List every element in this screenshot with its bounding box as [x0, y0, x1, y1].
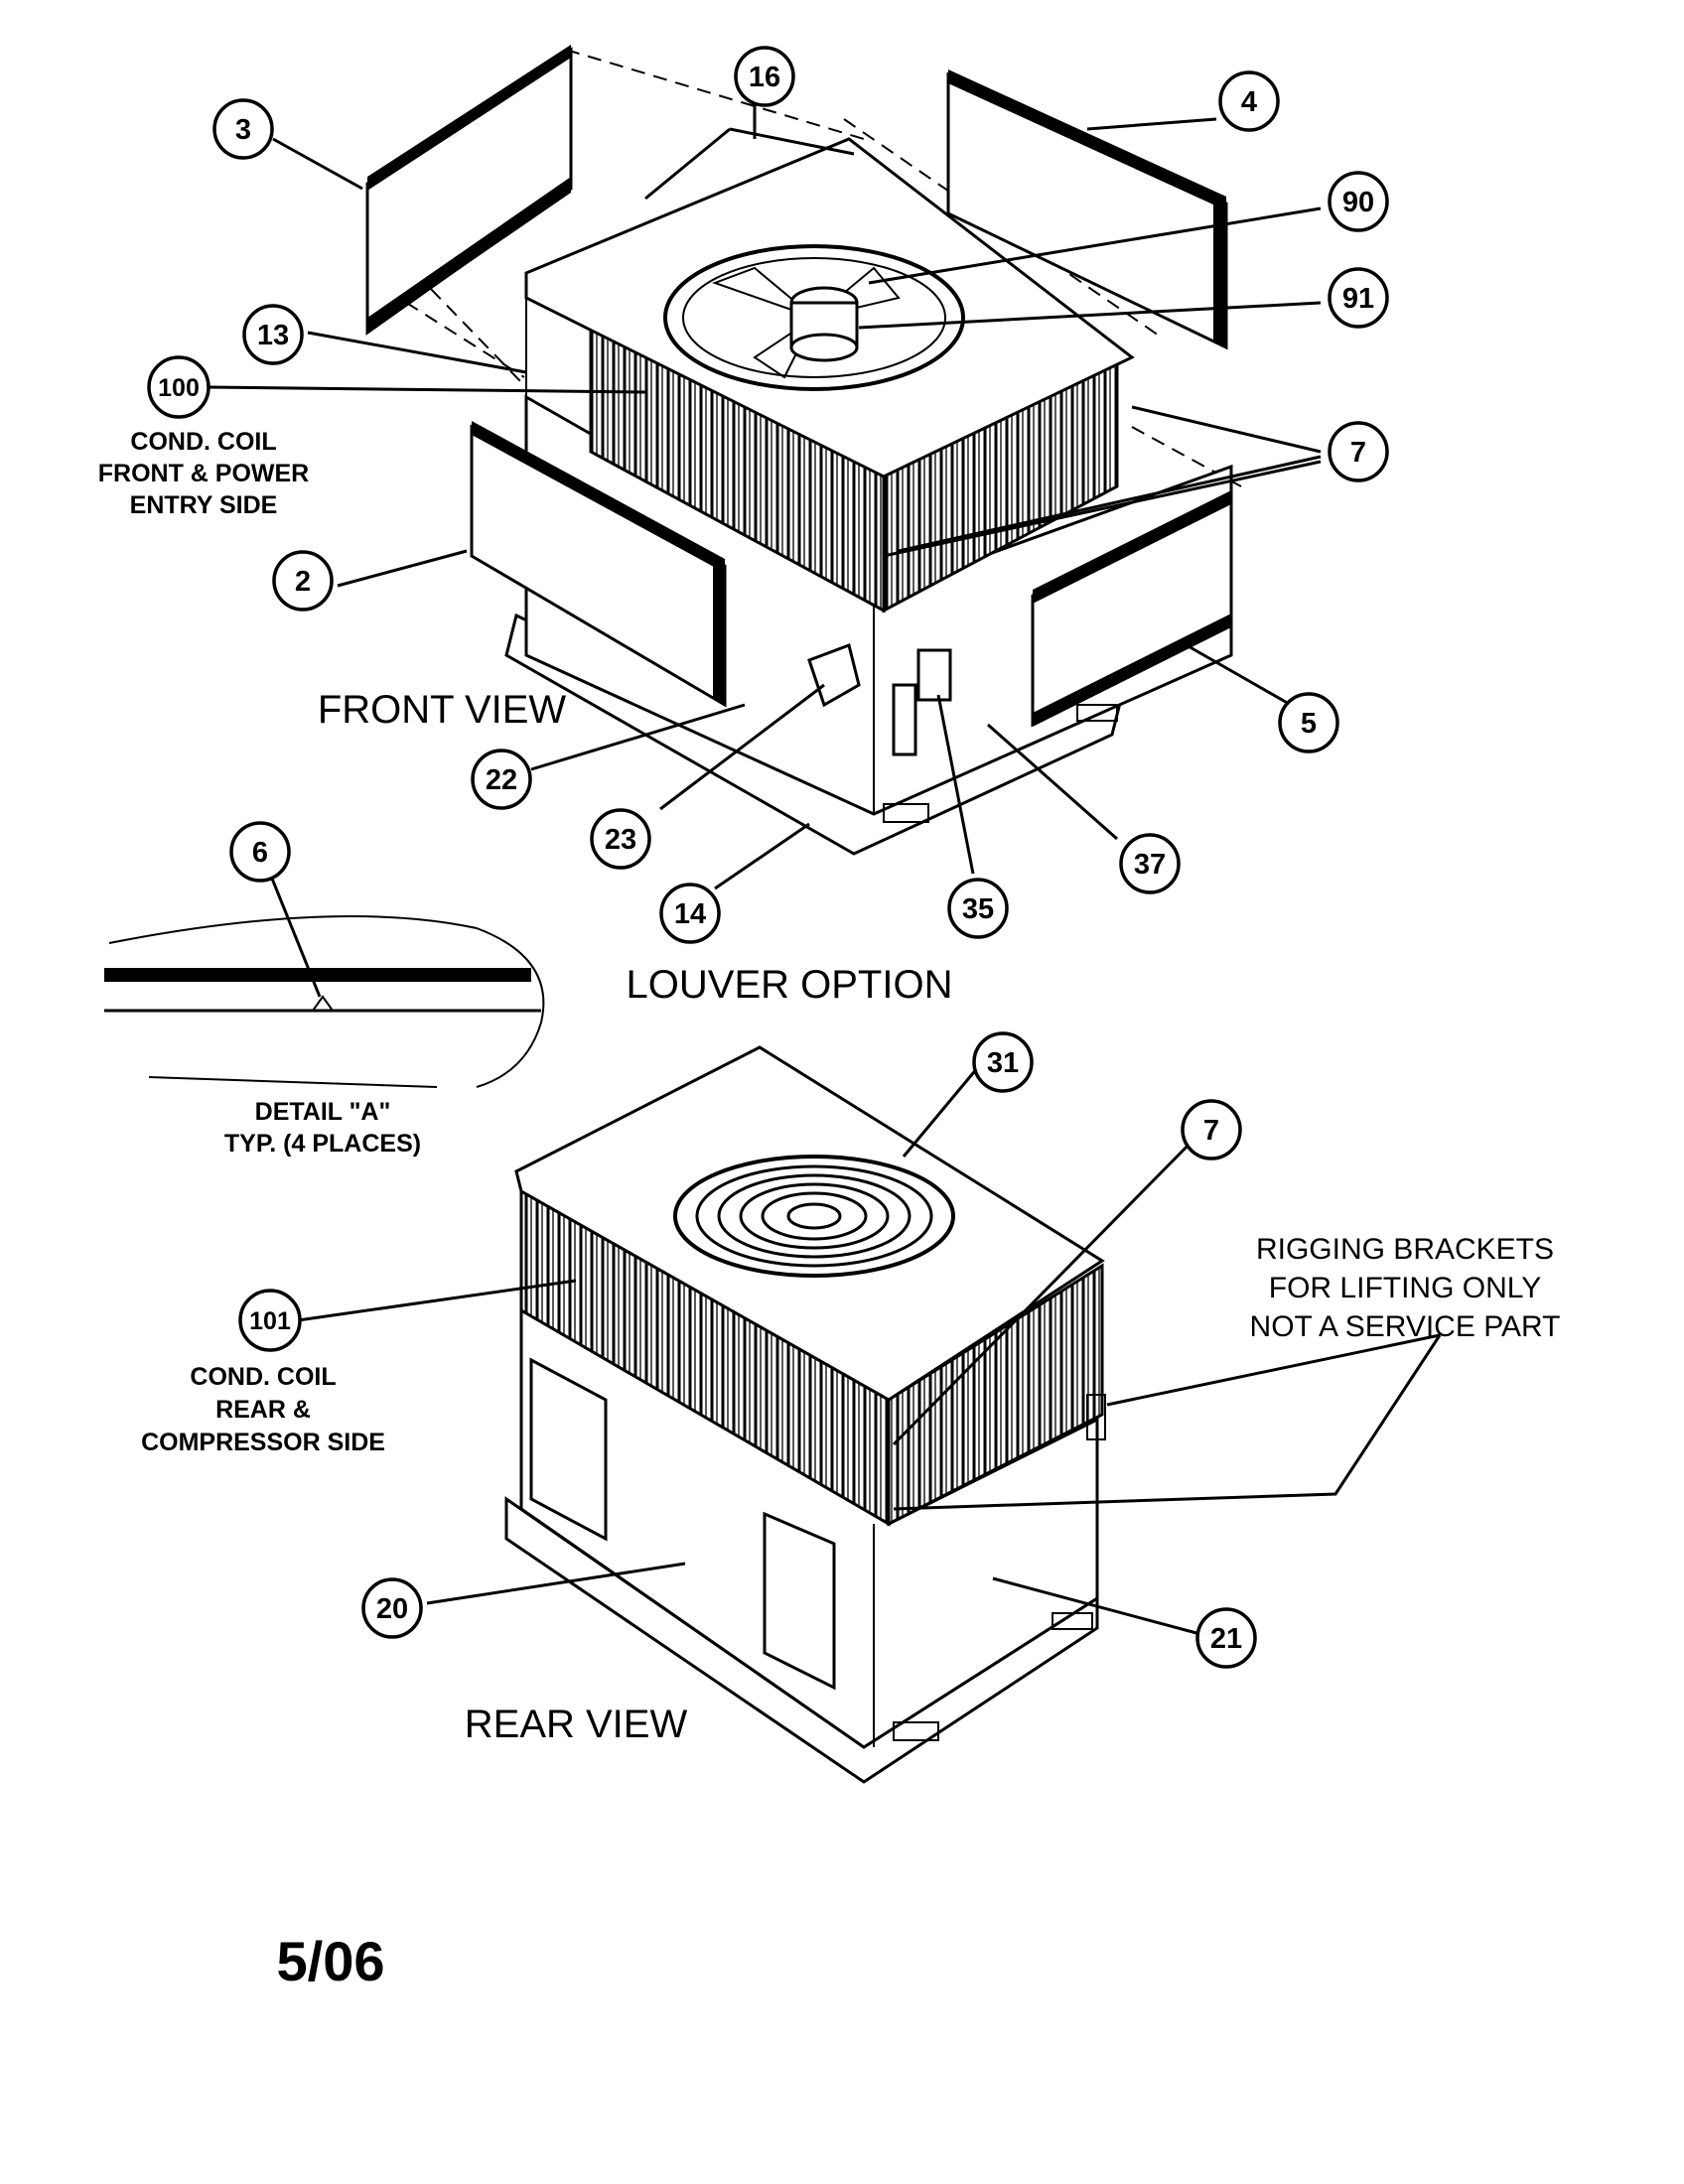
callout-number: 6 — [252, 837, 268, 869]
side-coil-face — [887, 1263, 1104, 1527]
rear-view-label: REAR VIEW — [465, 1703, 688, 1746]
callout-number: 7 — [1203, 1115, 1219, 1147]
callout-circle — [229, 821, 291, 883]
callout-circle — [1119, 833, 1181, 894]
callout-number: 3 — [235, 114, 251, 146]
revision-date: 5/06 — [277, 1930, 385, 1992]
callout-c3: 3 — [212, 98, 274, 160]
callout-c13: 13 — [242, 304, 304, 365]
control-component-35 — [916, 648, 952, 702]
callout-circle — [212, 98, 274, 160]
callout-number: 14 — [674, 898, 706, 930]
cond-coil-rear-line1: COND. COIL — [190, 1363, 336, 1391]
callout-c31: 31 — [972, 1031, 1034, 1093]
rear-view-unit — [504, 1045, 1106, 1784]
callout-c6: 6 — [229, 821, 291, 883]
front-view-label: FRONT VIEW — [318, 688, 567, 732]
rear-access-opening — [529, 1357, 608, 1542]
callout-c5: 5 — [1278, 692, 1339, 753]
callout-circle — [1218, 70, 1280, 132]
callout-number: 13 — [257, 320, 289, 351]
rigging-line1: RIGGING BRACKETS — [1256, 1233, 1554, 1266]
cond-coil-front-line2: FRONT & POWER — [98, 460, 310, 487]
callout-number: 100 — [158, 374, 200, 402]
callout-number: 90 — [1342, 187, 1374, 218]
callout-circle — [1278, 692, 1339, 753]
callout-circle — [361, 1577, 423, 1639]
callout-c14: 14 — [659, 883, 721, 944]
callout-circle — [1328, 421, 1389, 482]
detail-a-line1: DETAIL "A" — [255, 1098, 391, 1126]
cond-coil-rear-line3: COMPRESSOR SIDE — [141, 1429, 385, 1456]
callout-c16: 16 — [734, 46, 795, 107]
callout-number: 101 — [249, 1307, 291, 1335]
callouts: 3 16 4 90 91 13 100 7 2 5 22 23 14 35 37 6 31 7 101 20 21 — [147, 46, 1389, 1669]
callout-c35: 35 — [947, 878, 1009, 939]
rigging-line3: NOT A SERVICE PART — [1250, 1310, 1561, 1343]
callout-circle — [972, 1031, 1034, 1093]
louver-option-label: LOUVER OPTION — [627, 963, 953, 1007]
callout-number: 31 — [987, 1047, 1019, 1079]
callout-number: 91 — [1342, 283, 1374, 315]
callout-number: 7 — [1350, 437, 1366, 469]
rear-leaders — [297, 1066, 1442, 1635]
callout-circle — [947, 878, 1009, 939]
callout-circle — [659, 883, 721, 944]
callout-number: 5 — [1301, 708, 1317, 740]
cond-coil-front-line3: ENTRY SIDE — [130, 491, 278, 519]
callout-c100: 100 — [147, 355, 210, 419]
callout-c7a: 7 — [1328, 421, 1389, 482]
callout-number: 22 — [486, 764, 517, 796]
detail-a — [104, 868, 545, 1088]
callout-circle — [242, 304, 304, 365]
callout-c101: 101 — [238, 1289, 302, 1352]
fan-grille — [673, 1155, 955, 1278]
detail-a-line2: TYP. (4 PLACES) — [224, 1130, 421, 1158]
callout-circle — [1181, 1099, 1242, 1160]
callout-number: 2 — [295, 566, 311, 598]
callout-circle — [1328, 267, 1389, 329]
rigging-bracket — [1086, 1394, 1106, 1440]
rear-access-opening — [763, 1511, 836, 1691]
callout-number: 16 — [749, 62, 780, 93]
cond-coil-front-line1: COND. COIL — [130, 428, 276, 456]
callout-c2: 2 — [272, 550, 334, 612]
front-leaders — [208, 89, 1322, 890]
callout-c4: 4 — [1218, 70, 1280, 132]
callout-circle — [1195, 1607, 1257, 1669]
callout-circle — [272, 550, 334, 612]
callout-circle — [734, 46, 795, 107]
callout-number: 4 — [1241, 86, 1257, 118]
fan-guard — [663, 244, 965, 391]
callout-number: 35 — [962, 893, 994, 925]
callout-c22: 22 — [471, 749, 532, 810]
callout-c23: 23 — [590, 808, 651, 870]
callout-circle — [471, 749, 532, 810]
text-labels: COND. COIL FRONT & POWER ENTRY SIDE FRON… — [98, 428, 1561, 1992]
callout-c20: 20 — [361, 1577, 423, 1639]
rigging-line2: FOR LIFTING ONLY — [1269, 1272, 1541, 1304]
callout-number: 20 — [376, 1593, 408, 1625]
callout-c90: 90 — [1328, 171, 1389, 232]
callout-c7b: 7 — [1181, 1099, 1242, 1160]
callout-circle — [590, 808, 651, 870]
callout-number: 23 — [605, 824, 636, 856]
cond-coil-rear-line2: REAR & — [215, 1396, 311, 1424]
front-view-unit — [365, 45, 1242, 856]
callout-circle — [147, 355, 210, 419]
callout-number: 37 — [1134, 849, 1166, 881]
callout-c91: 91 — [1328, 267, 1389, 329]
fan-blade — [712, 266, 815, 319]
callout-circle — [238, 1289, 302, 1352]
callout-circle — [1328, 171, 1389, 232]
callout-number: 21 — [1210, 1623, 1242, 1655]
callout-c21: 21 — [1195, 1607, 1257, 1669]
callout-c37: 37 — [1119, 833, 1181, 894]
